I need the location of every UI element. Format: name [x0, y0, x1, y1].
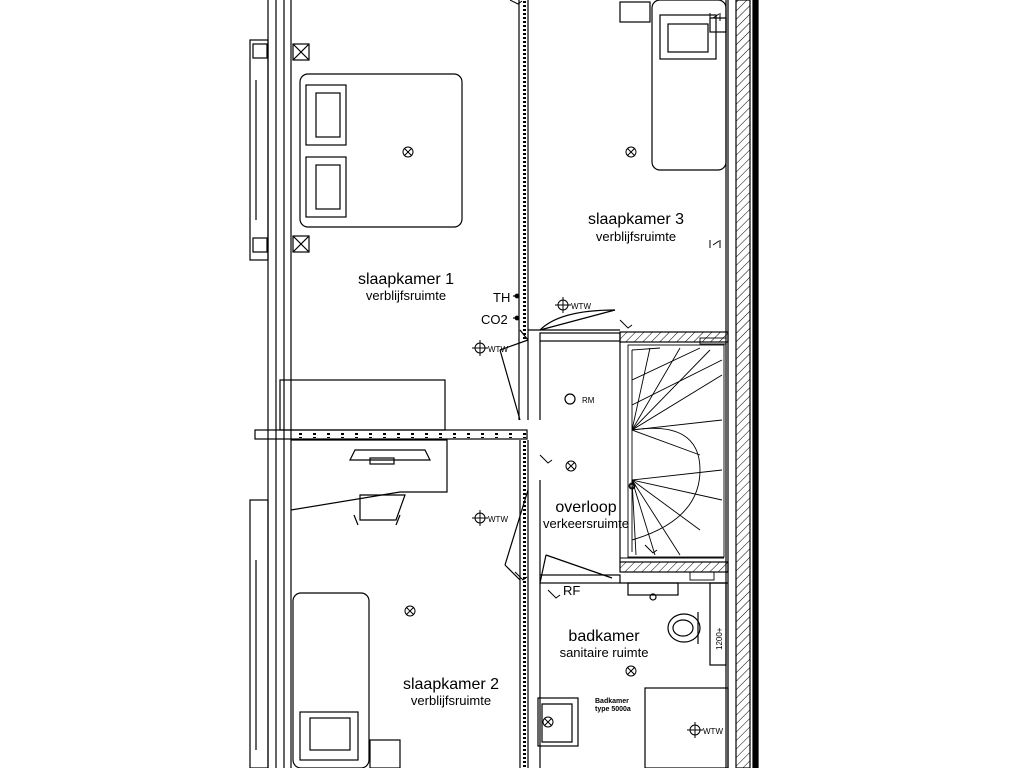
- room-label-slaapkamer1: slaapkamer 1 verblijfsruimte: [358, 271, 454, 303]
- room-label-badkamer: badkamer sanitaire ruimte: [560, 628, 649, 660]
- door-bedroom1: [499, 329, 529, 421]
- desk-bedroom2: [290, 439, 448, 526]
- wtw-vents: [472, 297, 703, 738]
- rf-label: RF: [563, 583, 580, 598]
- room-type-slaapkamer2: verblijfsruimte: [411, 693, 491, 708]
- outer-wall-right: [727, 0, 759, 768]
- sensors: [513, 293, 576, 405]
- single-bed-bedroom2: [292, 592, 401, 768]
- wall-bedroom1-bedroom3: [518, 0, 620, 420]
- wtw-label-bathroom: WTW: [703, 727, 723, 736]
- shower-bath: [644, 687, 729, 768]
- light-switches: [509, 0, 721, 599]
- room-type-slaapkamer1: verblijfsruimte: [366, 288, 446, 303]
- room-label-slaapkamer3: slaapkamer 3 verblijfsruimte: [588, 211, 684, 244]
- washbasin: [537, 697, 579, 747]
- bath-type-line1: Badkamer: [595, 698, 629, 705]
- outer-wall-left: [249, 0, 310, 768]
- door-bathroom: [539, 554, 613, 584]
- wall-bedroom1-bedroom2: [254, 429, 528, 440]
- room-type-badkamer: sanitaire ruimte: [560, 645, 649, 660]
- co2-label: CO2: [481, 312, 508, 327]
- room-name-slaapkamer3: slaapkamer 3: [588, 211, 684, 228]
- room-label-slaapkamer2: slaapkamer 2 verblijfsruimte: [403, 676, 499, 708]
- ceiling-lights: [402, 146, 637, 728]
- room-label-overloop: overloop verkeersruimte: [543, 499, 629, 531]
- room-name-slaapkamer2: slaapkamer 2: [403, 676, 499, 693]
- th-label: TH: [493, 290, 510, 305]
- single-bed-bedroom3: [619, 0, 727, 171]
- room-type-overloop: verkeersruimte: [543, 516, 629, 531]
- rm-label: RM: [582, 396, 595, 405]
- door-bedroom3: [539, 309, 616, 331]
- door-bedroom2: [504, 489, 529, 581]
- bath-type-line2: type 5000a: [595, 706, 631, 713]
- staircase: [620, 337, 727, 581]
- wtw-label-bedroom1: WTW: [488, 345, 508, 354]
- wall-overloop: [519, 332, 621, 768]
- sink-overloop: [627, 582, 679, 601]
- room-type-slaapkamer3: verblijfsruimte: [596, 229, 676, 244]
- room-name-badkamer: badkamer: [568, 628, 640, 645]
- room-name-slaapkamer1: slaapkamer 1: [358, 271, 454, 288]
- double-bed-bedroom1: [299, 73, 463, 228]
- wtw-label-bedroom3: WTW: [571, 302, 591, 311]
- toilet: [667, 582, 727, 666]
- desk-bedroom1: [279, 379, 446, 431]
- toilet-height-label: 1200+: [715, 627, 724, 650]
- room-name-overloop: overloop: [555, 499, 616, 516]
- wtw-label-bedroom2: WTW: [488, 515, 508, 524]
